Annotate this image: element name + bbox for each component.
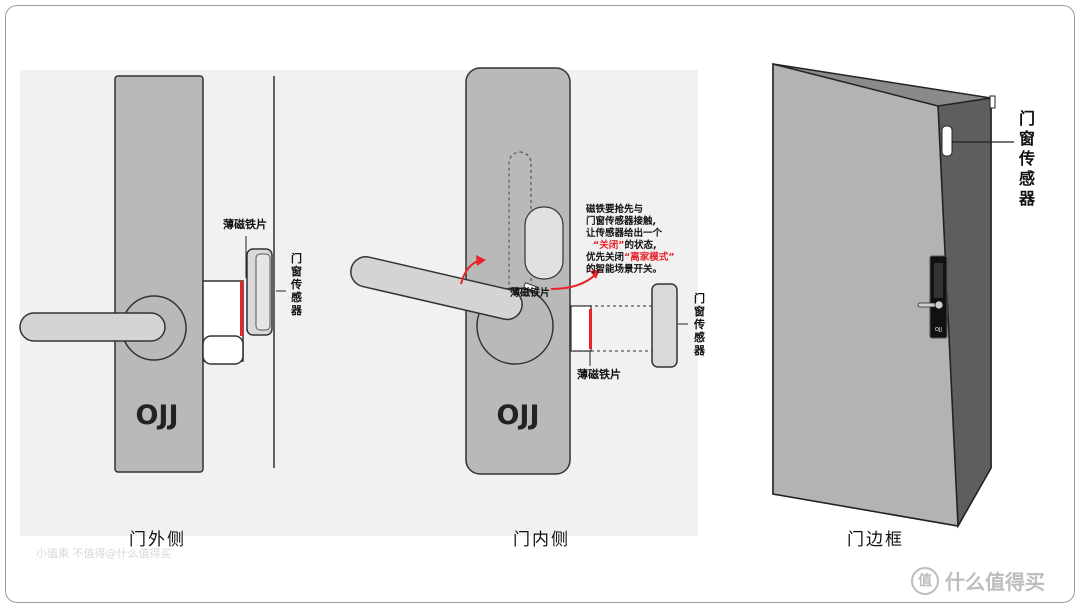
inside-magnet-label: 薄磁铁片 — [510, 286, 550, 299]
site-watermark: 值 什么值得买 — [911, 566, 1045, 595]
outside-caption: 门外侧 — [129, 530, 186, 550]
svg-text:优先关闭“离家模式”: 优先关闭“离家模式” — [586, 251, 675, 263]
inside-magnet-label-2: 薄磁铁片 — [577, 367, 621, 381]
outside-panel: 薄磁铁片 门 窗 传 感 器 OJJ — [19, 75, 303, 473]
inside-caption: 门内侧 — [513, 530, 570, 550]
site-name: 什么值得买 — [945, 570, 1045, 594]
svg-text:让传感器给出一个: 让传感器给出一个 — [586, 227, 663, 239]
frame-lock-brand: OJJ — [935, 327, 942, 333]
svg-text:窗: 窗 — [694, 304, 705, 318]
inside-note: 磁铁要抢先与 门窗传感器接触, 让传感器给出一个 “关闭”的状态, 优先关闭“离… — [586, 203, 675, 275]
svg-text:门: 门 — [694, 291, 705, 305]
inside-latch — [570, 305, 657, 352]
inside-door-sensor — [651, 283, 678, 368]
inside-brand: OJJ — [496, 400, 539, 431]
outside-sensor-label: 门 窗 传 感 器 — [290, 251, 303, 317]
svg-text:传: 传 — [693, 317, 705, 331]
push-arrow — [550, 273, 597, 290]
door-sensor-face — [255, 253, 271, 331]
faint-watermark: 小值乘 不值得@什么值得买 — [36, 547, 172, 560]
diagram-frame: 薄磁铁片 门 窗 传 感 器 OJJ — [5, 5, 1075, 603]
svg-text:门: 门 — [291, 251, 302, 265]
svg-text:“关闭”的状态,: “关闭”的状态, — [593, 239, 657, 251]
frame-door-sensor — [941, 125, 953, 157]
svg-text:感: 感 — [291, 290, 302, 304]
door-front — [772, 63, 959, 527]
svg-text:器: 器 — [693, 344, 706, 357]
outside-magnet-label: 薄磁铁片 — [223, 217, 267, 231]
svg-text:的智能场景开关。: 的智能场景开关。 — [586, 263, 662, 275]
diagram-canvas: 薄磁铁片 门 窗 传 感 器 OJJ — [19, 63, 1036, 536]
latch-bolt — [202, 335, 244, 365]
site-logo-icon: 值 — [911, 566, 939, 595]
door-handle — [19, 312, 166, 342]
lock-plate — [114, 75, 204, 473]
outside-brand: OJJ — [135, 400, 178, 431]
inside-thin-magnet — [589, 309, 592, 349]
svg-text:门窗传感器接触,: 门窗传感器接触, — [586, 215, 656, 227]
frame-sensor-label: 门 窗 传 感 器 — [1018, 109, 1036, 208]
svg-text:器: 器 — [1018, 189, 1036, 208]
svg-text:窗: 窗 — [291, 264, 302, 278]
svg-text:门: 门 — [1019, 109, 1035, 128]
inside-door-handle — [350, 256, 523, 321]
hinge-pin — [989, 95, 996, 109]
svg-text:磁铁要抢先与: 磁铁要抢先与 — [586, 203, 643, 215]
svg-text:传: 传 — [290, 277, 302, 291]
svg-text:感: 感 — [694, 330, 705, 344]
frame-panel: 门 窗 传 感 器 OJJ — [772, 63, 1036, 529]
thin-magnet — [240, 281, 243, 336]
inside-latch-solid — [570, 305, 592, 352]
panel-sensor — [524, 206, 564, 280]
frame-caption: 门边框 — [847, 530, 904, 550]
inside-panel: 薄磁铁片 薄磁铁片 门 窗 传 感 器 磁铁要抢先与 门窗传感器接触, 让传感器… — [350, 67, 706, 475]
svg-text:感: 感 — [1019, 169, 1035, 188]
inside-sensor-label: 门 窗 传 感 器 — [693, 291, 706, 357]
svg-text:传: 传 — [1018, 149, 1035, 168]
svg-text:窗: 窗 — [1019, 129, 1035, 148]
svg-text:器: 器 — [290, 304, 303, 317]
